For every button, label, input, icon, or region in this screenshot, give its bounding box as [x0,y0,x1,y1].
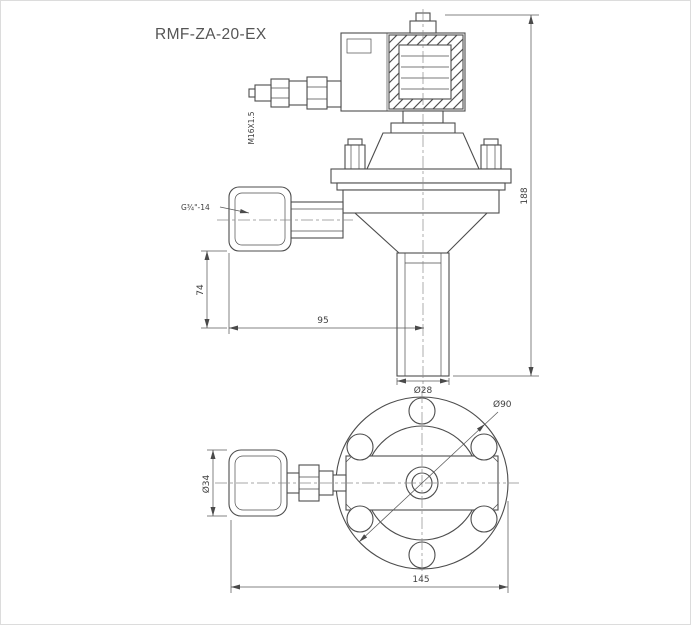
dim-95-label: 95 [317,316,328,326]
dim-145-label: 145 [412,575,429,585]
bottom-view: Ø90 Ø34 145 [201,391,519,593]
dim-overall-length: 145 [230,501,509,593]
side-view-centerlines [217,9,424,391]
inlet-thread-label: G¾"-14 [181,203,210,212]
dim-overall-height: 188 [445,14,539,377]
cable-gland [248,76,342,110]
dim-flange-diameter: Ø90 [358,399,512,543]
gland-thread-label: M16X1.5 [247,111,256,144]
dim-inlet-drop: 74 [196,250,227,329]
flange-bolts [344,138,502,170]
solenoid-coil [340,12,466,112]
bottom-view-centerlines [215,391,519,579]
dim-connector-diameter: Ø34 [201,449,227,517]
dim-inlet-to-outlet: 95 [228,253,424,334]
label-inlet-thread: G¾"-14 [181,203,250,214]
inlet-port [228,186,344,252]
dim-74-label: 74 [196,284,206,296]
side-view: M16X1.5 [181,9,539,396]
flange-and-body [330,168,512,254]
dim-outlet-diameter: Ø28 [396,378,450,396]
dim-90-label: Ø90 [493,399,512,410]
bolt-holes [346,397,498,569]
drawing-title: RMF-ZA-20-EX [155,26,267,43]
dim-28-label: Ø28 [414,385,433,396]
dim-34-label: Ø34 [201,474,212,493]
dim-188-label: 188 [520,187,530,204]
